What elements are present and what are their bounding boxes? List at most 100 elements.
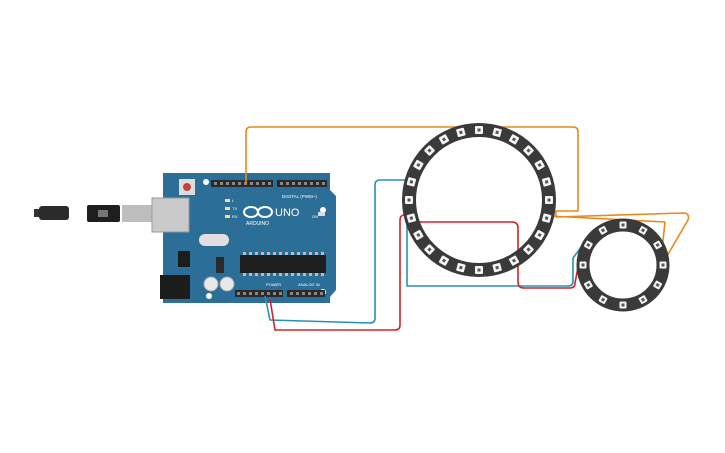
large-ring-led-die xyxy=(511,258,517,263)
chip-pin xyxy=(291,273,294,276)
pin-hole xyxy=(273,292,276,295)
pin-hole xyxy=(322,182,325,185)
chip-pin xyxy=(309,252,312,255)
l-led-label: L xyxy=(232,198,235,203)
neopixel-ring-12[interactable] xyxy=(576,218,670,312)
pin-hole xyxy=(255,292,258,295)
mount-hole xyxy=(320,207,326,213)
pin-hole xyxy=(298,182,301,185)
usb-cable[interactable] xyxy=(34,205,152,222)
pin-hole xyxy=(308,292,311,295)
large-ring-led-die xyxy=(409,216,414,220)
led-set-small xyxy=(579,221,667,309)
wire-red-5v[interactable] xyxy=(269,214,412,331)
crystal-oscillator xyxy=(199,234,229,246)
large-ring-led-die xyxy=(416,162,421,168)
wire-blue-gnd[interactable] xyxy=(264,179,405,324)
usb-strain-relief xyxy=(39,206,69,220)
tx-led xyxy=(225,207,230,210)
chip-pin xyxy=(267,273,270,276)
usb-plug-icon xyxy=(34,209,39,217)
digital-header-low[interactable] xyxy=(277,180,327,187)
pin-hole xyxy=(314,292,317,295)
rx-led xyxy=(225,215,230,218)
usb-b-jack xyxy=(151,197,190,233)
usb-logo xyxy=(98,210,108,217)
analog-header-label: ANALOG IN xyxy=(298,282,320,287)
chip-pin xyxy=(243,252,246,255)
icsp-header xyxy=(216,257,224,273)
voltage-regulator xyxy=(178,251,190,267)
chip-pin xyxy=(291,252,294,255)
large-ring-led-die xyxy=(427,247,432,252)
on-led xyxy=(318,212,325,216)
small-ring-led-die xyxy=(661,263,665,267)
large-ring-led-die xyxy=(495,130,499,135)
pin-hole xyxy=(232,182,235,185)
chip-pin xyxy=(285,273,288,276)
l-led xyxy=(225,199,230,202)
power-header[interactable] xyxy=(235,290,283,297)
large-ring-led-die xyxy=(537,162,542,168)
pin-hole xyxy=(250,182,253,185)
ring-pcb-small xyxy=(576,218,670,312)
small-ring-led-die xyxy=(600,297,606,302)
pin-hole xyxy=(256,182,259,185)
tx-led-label: TX xyxy=(232,206,237,211)
pin-hole xyxy=(220,182,223,185)
chip-pin xyxy=(261,273,264,276)
small-ring-led-die xyxy=(655,242,660,248)
chip-pin xyxy=(297,273,300,276)
chip-pin xyxy=(255,273,258,276)
arduino-uno-board[interactable]: UNO ARDUINO DIGITAL (PWM~) POWER ANALOG … xyxy=(151,173,336,303)
power-header-label: POWER xyxy=(266,282,281,287)
pin-hole xyxy=(214,182,217,185)
pin-hole xyxy=(238,182,241,185)
large-ring-led-die xyxy=(495,265,499,270)
pin-hole xyxy=(243,292,246,295)
chip-pin xyxy=(273,273,276,276)
large-ring-led-die xyxy=(547,198,551,202)
chip-pin xyxy=(249,252,252,255)
infinity-logo-icon xyxy=(243,206,273,218)
pin-hole xyxy=(279,292,282,295)
large-ring-led-die xyxy=(409,180,414,184)
chip-pin xyxy=(243,273,246,276)
chip-pin xyxy=(321,252,324,255)
pin-hole xyxy=(286,182,289,185)
pin-hole xyxy=(316,182,319,185)
board-model-label: UNO xyxy=(275,207,300,219)
pin-hole xyxy=(268,182,271,185)
bottom-pin-holes xyxy=(237,292,323,295)
neopixel-ring-24[interactable] xyxy=(402,123,556,277)
wire-orange-data[interactable] xyxy=(245,126,690,269)
chip-pin xyxy=(249,273,252,276)
rx-led-label: RX xyxy=(232,214,238,219)
pin-hole xyxy=(244,182,247,185)
wire-red-ring-5v[interactable] xyxy=(411,221,580,289)
digital-header-label: DIGITAL (PWM~) xyxy=(282,194,317,199)
chip-pin xyxy=(255,252,258,255)
large-ring-led-die xyxy=(416,232,421,238)
pin-hole xyxy=(304,182,307,185)
wire-blue-ring-gnd[interactable] xyxy=(406,212,583,287)
large-ring-led-die xyxy=(427,148,432,153)
large-ring-led-die xyxy=(459,130,463,135)
small-ring-led-die xyxy=(655,282,660,288)
analog-header[interactable] xyxy=(287,290,325,297)
chip-pin xyxy=(273,252,276,255)
digital-header-high[interactable] xyxy=(211,180,273,187)
mount-hole xyxy=(206,293,212,299)
chip-pin xyxy=(297,252,300,255)
small-ring-led-die xyxy=(586,282,591,288)
board-brand-label: ARDUINO xyxy=(246,221,269,227)
pin-hole xyxy=(237,292,240,295)
chip-pin xyxy=(309,273,312,276)
large-ring-led-die xyxy=(511,137,517,142)
pin-hole xyxy=(296,292,299,295)
chip-pins xyxy=(243,252,324,276)
chip-pin xyxy=(315,252,318,255)
small-ring-led-die xyxy=(586,242,591,248)
large-ring-led-die xyxy=(477,268,481,272)
